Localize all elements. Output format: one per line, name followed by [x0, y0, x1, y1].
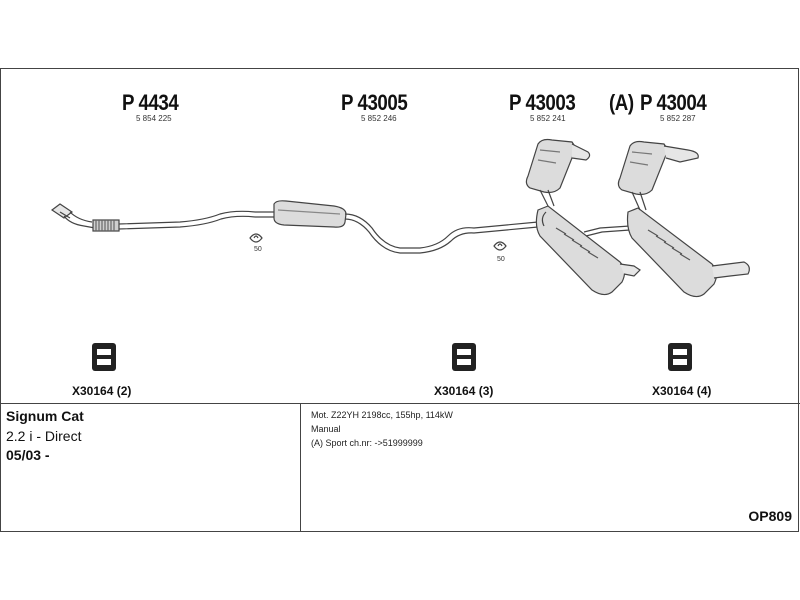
front-flange-icon	[50, 203, 74, 219]
middle-muffler-icon	[255, 200, 347, 228]
spec-motor: Mot. Z22YH 2198cc, 155hp, 114kW	[311, 410, 453, 420]
vehicle-date: 05/03 -	[6, 447, 50, 463]
front-pipe-icon	[63, 215, 96, 229]
rubber-mount-icon	[452, 343, 476, 371]
exhaust-diagram	[50, 138, 750, 371]
clamp-left-icon	[249, 233, 263, 243]
part-prefix-a: (A)	[609, 90, 634, 115]
spec-transmission: Manual	[311, 424, 341, 434]
rear-silencer-top-left-icon	[525, 138, 591, 207]
vehicle-engine: 2.2 i - Direct	[6, 428, 82, 444]
mount-label-4: X30164 (4)	[652, 384, 712, 398]
rear-muffler-left-icon	[535, 205, 641, 296]
mount-label-3: X30164 (3)	[434, 384, 494, 398]
diagram-frame	[0, 68, 799, 532]
vertical-divider	[300, 403, 301, 532]
part-number-p43005: 5 852 246	[361, 114, 397, 123]
clamp-size-left: 50	[254, 246, 262, 253]
flex-pipe-icon	[92, 219, 120, 232]
vehicle-model: Signum Cat	[6, 408, 84, 424]
rubber-mount-icon	[92, 343, 116, 371]
horizontal-divider	[0, 403, 800, 404]
part-label-p4434: P 4434	[122, 90, 179, 115]
part-label-p43003: P 43003	[509, 90, 576, 115]
rear-silencer-top-right-icon	[617, 140, 699, 211]
mount-label-2: X30164 (2)	[72, 384, 132, 398]
rubber-mount-icon	[668, 343, 692, 371]
clamp-size-right: 50	[497, 256, 505, 263]
part-number-p4434: 5 854 225	[136, 114, 172, 123]
clamp-right-icon	[493, 241, 507, 251]
diagram-code: OP809	[748, 508, 792, 524]
part-number-p43003: 5 852 241	[530, 114, 566, 123]
rear-muffler-right-icon	[626, 207, 750, 298]
spec-note: (A) Sport ch.nr: ->51999999	[311, 438, 423, 448]
part-label-p43004: P 43004	[640, 90, 707, 115]
part-number-p43004: 5 852 287	[660, 114, 696, 123]
part-label-p43005: P 43005	[341, 90, 408, 115]
